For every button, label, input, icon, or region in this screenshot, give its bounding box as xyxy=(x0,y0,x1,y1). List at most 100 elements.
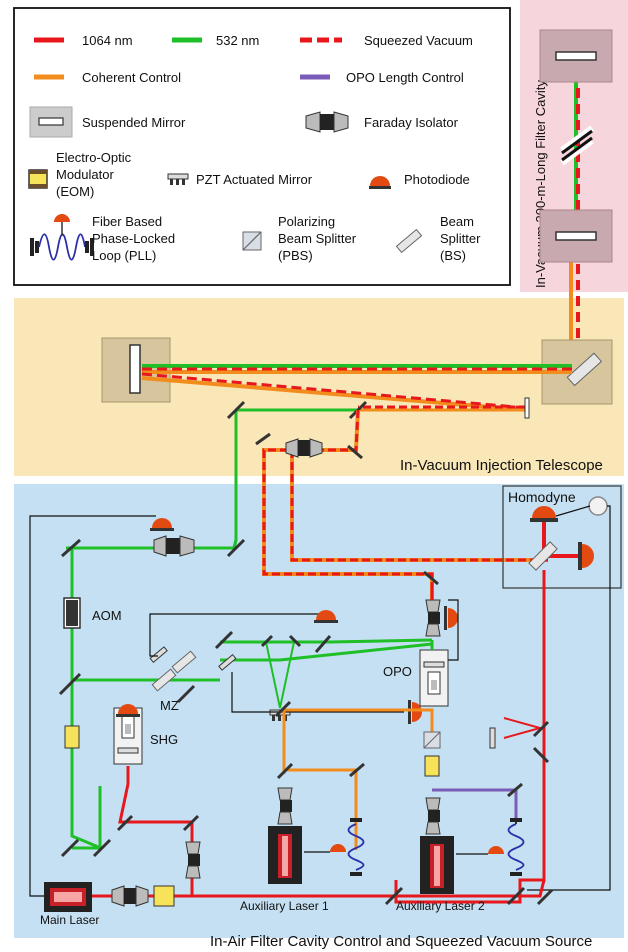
photodiode-opo-lock xyxy=(408,700,422,724)
aux2-pll xyxy=(488,818,525,876)
telescope-beams xyxy=(141,364,572,412)
legend-faraday-icon xyxy=(305,111,349,133)
homodyne-box xyxy=(502,485,622,589)
homodyne-label: Homodyne xyxy=(508,489,576,505)
telescope-steer-mirror-a xyxy=(226,400,246,420)
legend-pll-label-1: Fiber Based xyxy=(92,214,162,229)
aux1-laser xyxy=(268,826,302,884)
legend-1064-label: 1064 nm xyxy=(82,33,133,48)
photodiode-mz xyxy=(314,610,338,623)
opo-side-wire xyxy=(448,599,459,661)
homodyne-photodiode-right xyxy=(578,542,594,570)
faraday-top xyxy=(153,535,195,557)
source-title: In-Air Filter Cavity Control and Squeeze… xyxy=(210,933,592,950)
mirror-lo-bottom xyxy=(536,888,554,906)
opo-label: OPO xyxy=(383,664,412,679)
mirror-coh-3 xyxy=(349,762,365,778)
mirror-shg-bottom xyxy=(92,838,112,858)
legend-532-label: 532 nm xyxy=(216,33,259,48)
legend-opo-len-label: OPO Length Control xyxy=(346,70,464,85)
mirror-purple xyxy=(507,782,523,798)
mirror-top-left xyxy=(61,538,81,558)
legend-pbs-label-1: Polarizing xyxy=(278,214,335,229)
legend-photodiode-label: Photodiode xyxy=(404,172,470,187)
legend-bs-label-2: Splitter xyxy=(440,231,481,246)
homodyne-beam-splitter xyxy=(528,541,558,571)
green-upper-path xyxy=(66,539,433,850)
legend-bs-label-3: (BS) xyxy=(440,248,466,263)
mirror-coh-1 xyxy=(274,700,292,718)
opo-faraday xyxy=(425,599,441,637)
mirror-coh-2 xyxy=(276,762,294,780)
main-feedback-wire xyxy=(29,515,156,897)
legend-squeezed-label: Squeezed Vacuum xyxy=(364,33,473,48)
aom-device xyxy=(63,597,81,629)
pbs-main xyxy=(423,731,441,749)
telescope-faraday xyxy=(285,438,323,458)
legend-eom-label-2: Modulator xyxy=(56,167,114,182)
mz-bs-1 xyxy=(151,668,177,692)
opo-lock-wire xyxy=(231,672,404,713)
legend-pll-label-3: Loop (PLL) xyxy=(92,248,156,263)
mirror-main-1 xyxy=(116,814,134,832)
mirror-green-c xyxy=(314,635,332,653)
aux1-faraday xyxy=(277,787,293,825)
mirror-top-right xyxy=(226,538,246,558)
homodyne-photodiode-top xyxy=(530,506,558,522)
eom-main xyxy=(153,885,175,907)
legend-pzt-icon xyxy=(167,173,189,185)
telescope-steer-mirror-d xyxy=(347,444,363,460)
aux1-pll xyxy=(330,818,365,876)
coherent-orange-path xyxy=(282,708,434,774)
eom-opo xyxy=(424,755,440,777)
telescope-small-mirror xyxy=(524,397,530,419)
mirror-green-a xyxy=(214,630,234,650)
legend-bs-label-1: Beam xyxy=(440,214,474,229)
filter-cavity-end-mirror xyxy=(539,29,613,83)
mz-bs-2 xyxy=(171,650,197,674)
photodiode-shg xyxy=(116,704,140,717)
mirror-opo-top xyxy=(423,570,439,586)
cavity-break-marks xyxy=(560,125,594,166)
mz-mirror-1 xyxy=(58,672,82,696)
telescope-right-mirror xyxy=(541,339,613,405)
legend-faraday-label: Faraday Isolator xyxy=(364,115,459,130)
legend-susp-mirror-label: Suspended Mirror xyxy=(82,115,186,130)
opo-device xyxy=(419,649,449,707)
legend-box xyxy=(13,7,511,286)
main-laser-label: Main Laser xyxy=(40,913,99,927)
homodyne-wire xyxy=(555,505,591,517)
faraday-main-horiz xyxy=(111,885,149,907)
mirror-bottom-left xyxy=(60,838,80,858)
aux2-laser xyxy=(420,836,454,894)
right-triangle-cavity xyxy=(489,717,550,764)
shg-device xyxy=(113,707,143,765)
mz-label: MZ xyxy=(160,698,179,713)
telescope-steer-mirror-c xyxy=(255,432,271,446)
legend-pll-label-2: Phase-Locked xyxy=(92,231,175,246)
faraday-main-vert xyxy=(185,841,201,879)
homodyne-output-wire xyxy=(527,505,611,891)
legend-pbs-label-3: (PBS) xyxy=(278,248,313,263)
legend-pll-icon xyxy=(30,214,94,261)
photodiode-top-left xyxy=(150,518,174,531)
legend-pbs-icon xyxy=(242,231,262,251)
main-laser xyxy=(44,882,92,912)
mirror-aux-bottom-2 xyxy=(506,886,526,906)
aux2-label: Auxiliary Laser 2 xyxy=(396,899,485,913)
eom-left xyxy=(64,725,80,749)
legend-eom-label-3: (EOM) xyxy=(56,184,94,199)
homodyne-readout-circle xyxy=(588,496,608,516)
legend-bs-icon xyxy=(395,228,423,254)
filter-cavity-input-mirror xyxy=(539,209,613,263)
legend-eom-icon xyxy=(28,169,48,189)
mz-mirror-2 xyxy=(176,684,196,704)
pzt-green-b xyxy=(218,653,237,671)
legend-eom-label-1: Electro-Optic xyxy=(56,150,132,165)
aux1-label: Auxiliary Laser 1 xyxy=(240,899,329,913)
legend-pzt-label: PZT Actuated Mirror xyxy=(196,172,313,187)
aom-label: AOM xyxy=(92,608,122,623)
mz-pzt-mirror xyxy=(149,646,168,664)
legend-suspended-mirror-icon xyxy=(29,106,73,138)
